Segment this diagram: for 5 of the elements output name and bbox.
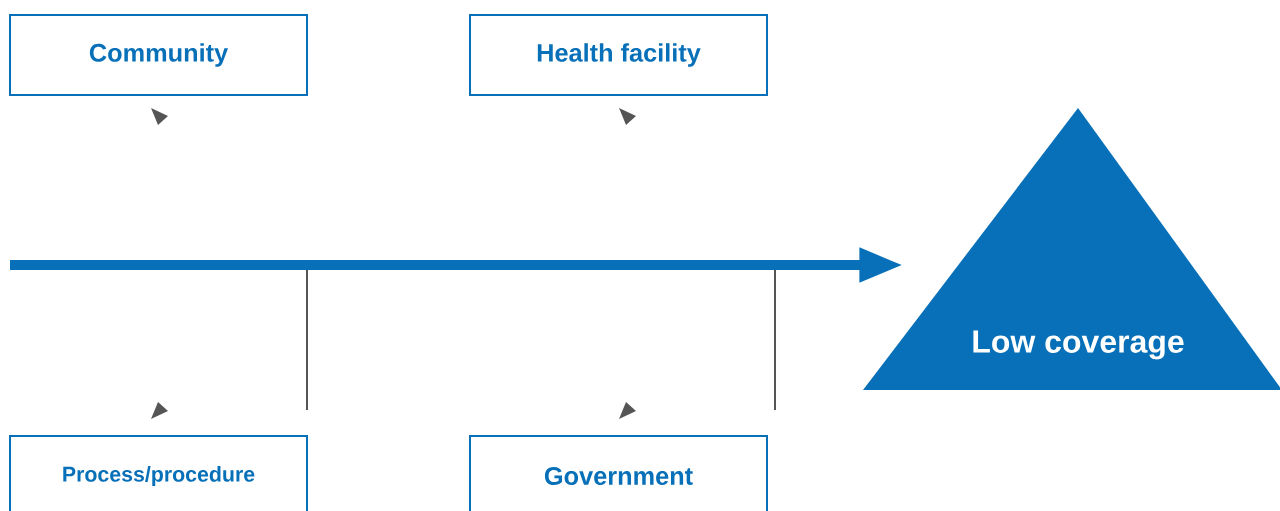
category-box: Health facility xyxy=(469,14,768,96)
category-box: Process/procedure xyxy=(9,435,308,511)
effect-triangle: Low coverage xyxy=(863,108,1280,390)
category-box: Government xyxy=(469,435,768,511)
category-box: Community xyxy=(9,14,308,96)
